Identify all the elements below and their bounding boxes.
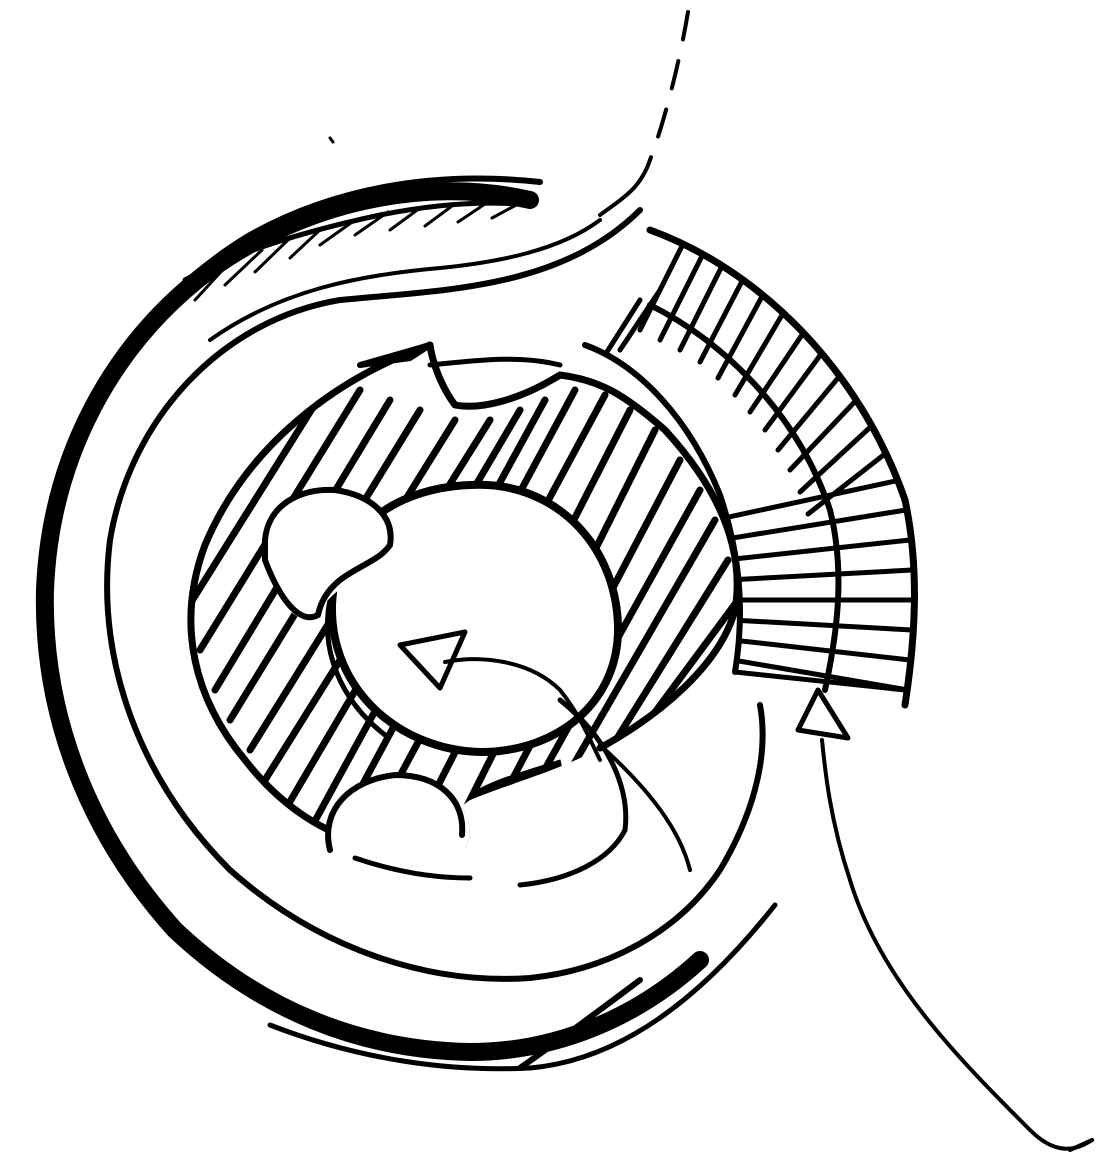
lower-void [328,775,470,878]
entry-arrow [798,690,848,738]
entry-path [822,740,1092,1150]
